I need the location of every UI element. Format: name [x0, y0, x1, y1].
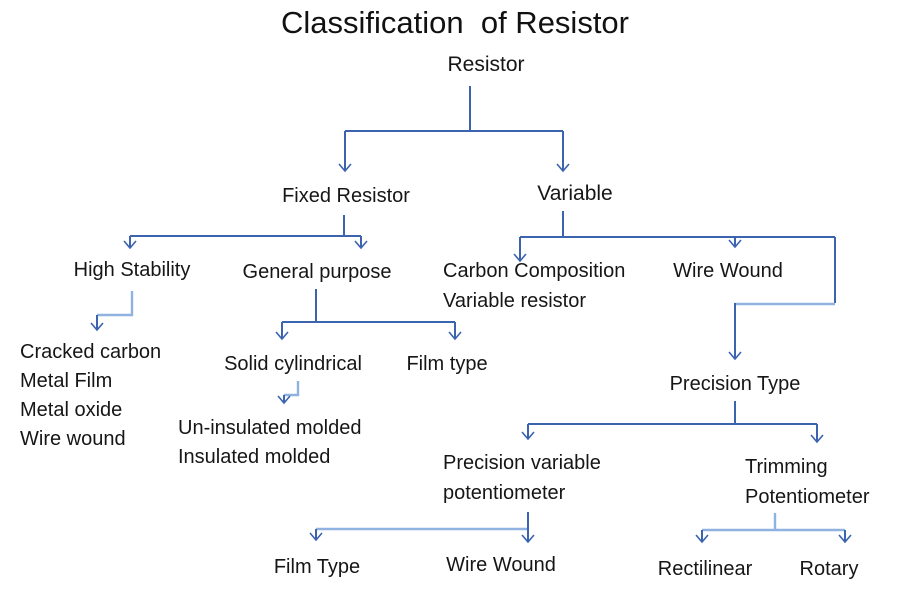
connector-variable-branch [513, 211, 835, 263]
list-item: Un-insulated molded [178, 417, 362, 439]
molded-subtype-list: Un-insulated molded Insulated molded [178, 414, 361, 472]
node-trimming-line1: Trimming [745, 456, 828, 478]
connector-solid-cylindrical-branch [277, 381, 300, 405]
node-solid-cylindrical: Solid cylindrical [224, 353, 362, 375]
node-resistor: Resistor [447, 53, 525, 76]
list-item: Metal Film [20, 370, 113, 392]
connector-precision-type-branch [521, 401, 824, 444]
node-precision-variable-line2: potentiometer [443, 482, 566, 504]
connector-fixed-branch [123, 215, 368, 250]
list-item: Insulated molded [178, 446, 331, 468]
node-fixed-resistor: Fixed Resistor [282, 185, 410, 207]
connector-trimming-branch [695, 513, 852, 544]
list-item: Cracked carbon [20, 341, 162, 363]
node-film-type-general: Film type [406, 353, 488, 375]
node-rotary: Rotary [799, 558, 859, 580]
node-general-purpose: General purpose [242, 261, 392, 283]
node-precision-variable-line1: Precision variable [443, 452, 601, 474]
node-film-type-precision: Film Type [273, 556, 361, 578]
node-rectilinear: Rectilinear [657, 558, 753, 580]
connector-precision-variable-branch [309, 512, 535, 544]
page-title: Classification of Resistor [280, 5, 629, 40]
list-item: Wire wound [20, 428, 126, 450]
connector-root-branch [338, 86, 570, 173]
node-wire-wound-precision: Wire Wound [446, 554, 556, 576]
connector-wire-wound-to-precision [728, 237, 836, 361]
node-carbon-composition-line2: Variable resistor [443, 290, 587, 312]
node-high-stability: High Stability [73, 259, 191, 281]
node-variable: Variable [537, 182, 613, 205]
node-trimming-line2: Potentiometer [745, 486, 870, 508]
connector-high-stability-branch [90, 291, 134, 332]
node-carbon-composition-line1: Carbon Composition [443, 260, 626, 282]
node-wire-wound-variable: Wire Wound [673, 260, 783, 282]
node-precision-type: Precision Type [669, 373, 801, 395]
high-stability-subtype-list: Cracked carbon Metal Film Metal oxide Wi… [20, 338, 161, 454]
list-item: Metal oxide [20, 399, 123, 421]
connector-general-purpose-branch [275, 289, 462, 341]
